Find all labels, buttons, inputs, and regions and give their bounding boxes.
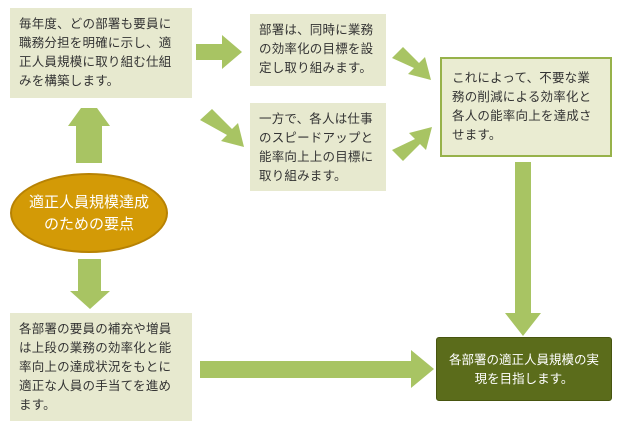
- center-line-2: のための要点: [43, 215, 134, 233]
- top-mid-text: 部署は、同時に業務の効率化の目標を設定し取り組みます。: [259, 22, 374, 75]
- bottom-left-text: 各部署の要員の補充や増員は上段の業務の効率化と能率向上の達成状況をもとに適正な人…: [19, 321, 172, 412]
- arrow-top-left-to-top-mid: [196, 35, 242, 69]
- arrow-top-mid-to-goal: [392, 47, 431, 80]
- final-box: 各部署の適正人員規模の実現を目指します。: [436, 337, 612, 401]
- top-left-box: 毎年度、どの部署も要員に職務分担を明確に示し、適正人員規模に取り組む仕組みを構築…: [10, 8, 192, 98]
- goal-box: これによって、不要な業務の削減による効率化と各人の能率向上を達成させます。: [440, 57, 612, 157]
- top-left-text: 毎年度、どの部署も要員に職務分担を明確に示し、適正人員規模に取り組む仕組みを構築…: [19, 16, 172, 88]
- final-text: 各部署の適正人員規模の実現を目指します。: [448, 352, 599, 386]
- arrow-oval-to-top-left: [68, 108, 110, 163]
- arrow-mid-mid-to-goal: [392, 127, 432, 161]
- arrow-top-left-to-mid-mid: [200, 109, 244, 147]
- center-oval: 適正人員規模達成 のための要点: [10, 173, 168, 253]
- goal-text: これによって、不要な業務の削減による効率化と各人の能率向上を達成させます。: [452, 70, 592, 142]
- bottom-left-box: 各部署の要員の補充や増員は上段の業務の効率化と能率向上の達成状況をもとに適正な人…: [10, 313, 192, 421]
- arrow-oval-to-bottom-left: [70, 259, 110, 309]
- mid-mid-text: 一方で、各人は仕事のスピードアップと能率向上上の目標に取り組みます。: [259, 111, 374, 183]
- center-line-1: 適正人員規模達成: [28, 193, 149, 211]
- top-mid-box: 部署は、同時に業務の効率化の目標を設定し取り組みます。: [250, 14, 386, 86]
- arrow-goal-to-final: [505, 162, 541, 336]
- arrow-bottom-left-to-final: [200, 350, 434, 388]
- mid-mid-box: 一方で、各人は仕事のスピードアップと能率向上上の目標に取り組みます。: [250, 103, 386, 191]
